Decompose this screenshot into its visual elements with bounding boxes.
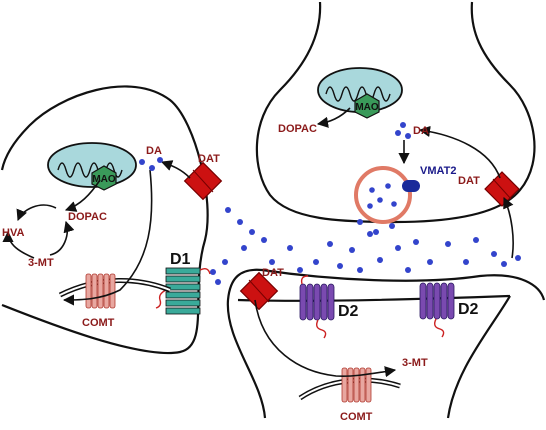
label-da-left: DA [146, 145, 162, 157]
comt-enzyme-left [58, 273, 171, 309]
comt-enzyme-bottom [298, 367, 401, 403]
label-dat-bottom: DAT [262, 267, 284, 279]
svg-text:MAO: MAO [92, 174, 116, 185]
synaptic-vesicle-icon [354, 166, 412, 224]
vmat2-transporter [402, 180, 420, 192]
label-vmat2: VMAT2 [420, 165, 456, 177]
label-3mt-bottom: 3-MT [402, 357, 428, 369]
label-d2-right: D2 [458, 301, 479, 318]
dat-transporter-right [484, 171, 520, 207]
label-dopac-right: DOPAC [278, 123, 317, 135]
label-comt-left: COMT [82, 317, 115, 329]
label-comt-bottom: COMT [340, 411, 373, 423]
dat-transporter-bottom [239, 271, 279, 311]
label-3mt-left: 3-MT [28, 257, 54, 269]
label-d2-left: D2 [338, 303, 359, 320]
label-dat-right: DAT [458, 175, 480, 187]
svg-text:MAO: MAO [355, 102, 379, 113]
label-d1: D1 [170, 251, 191, 268]
pathway-arrows [2, 107, 514, 378]
d1-receptor-icon [155, 267, 211, 315]
label-hva: HVA [2, 227, 24, 239]
label-dopac-left: DOPAC [68, 211, 107, 223]
postsynaptic-cell-lower-edge [446, 295, 511, 419]
d2-receptor-icon-right [419, 282, 455, 338]
label-dat-left: DAT [198, 153, 220, 165]
label-da-right: DA [413, 125, 429, 137]
dat-transporter-left [183, 161, 223, 201]
presynaptic-terminal [255, 1, 536, 224]
d2-receptor-icon-left [299, 275, 335, 339]
mao-enzyme-right: MAO [354, 93, 380, 119]
postsynaptic-cell [226, 268, 546, 419]
dopamine-molecules [139, 122, 521, 285]
